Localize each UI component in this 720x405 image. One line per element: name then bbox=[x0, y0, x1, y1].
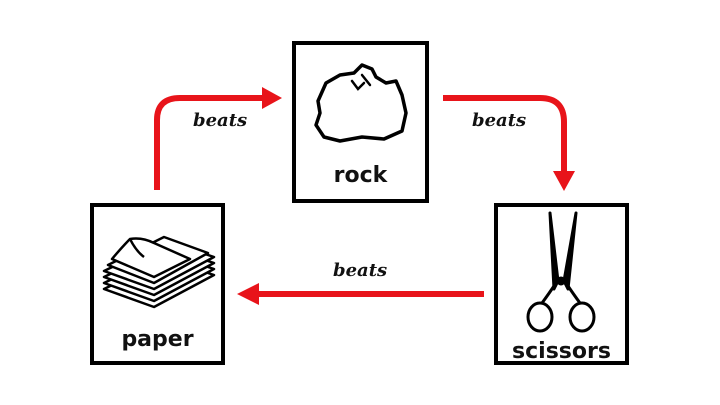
arrow-rock-to-scissors bbox=[443, 95, 567, 175]
arrowhead-paper-to-rock bbox=[262, 87, 282, 109]
scissors-label: scissors bbox=[512, 339, 611, 364]
beats-label-paper-rock: beats bbox=[193, 110, 248, 131]
scissors-card: scissors bbox=[494, 203, 629, 365]
paper-card: paper bbox=[90, 203, 225, 365]
arrowhead-scissors-to-paper bbox=[237, 283, 259, 305]
rock-icon bbox=[314, 63, 408, 143]
arrowhead-rock-to-scissors bbox=[553, 171, 575, 191]
paper-label: paper bbox=[121, 327, 194, 352]
scissors-icon bbox=[526, 211, 596, 333]
paper-icon bbox=[102, 235, 216, 309]
arrow-paper-to-rock bbox=[154, 95, 265, 190]
rock-label: rock bbox=[333, 163, 388, 188]
beats-label-rock-scissors: beats bbox=[472, 110, 527, 131]
beats-label-scissors-paper: beats bbox=[333, 260, 388, 281]
rock-card: rock bbox=[292, 41, 429, 203]
